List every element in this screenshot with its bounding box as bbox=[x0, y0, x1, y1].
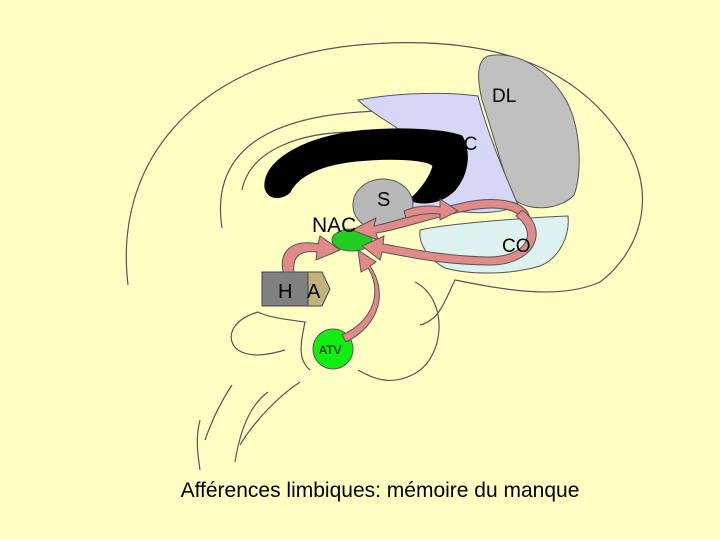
brain-outline bbox=[125, 42, 643, 471]
a-block bbox=[307, 271, 331, 307]
label-dl: DL bbox=[492, 86, 516, 107]
spinal-line-2 bbox=[204, 384, 233, 441]
label-co: CO bbox=[502, 236, 531, 257]
arrow-co-to-nac bbox=[361, 209, 537, 266]
label-a: A bbox=[307, 281, 321, 303]
arrow-h-to-nac bbox=[281, 235, 342, 273]
brain-inner-gyrus-2 bbox=[241, 131, 356, 191]
spinal-line-1 bbox=[234, 391, 269, 463]
cerebellum-contour bbox=[357, 281, 440, 382]
arrow-dl-to-nac bbox=[350, 199, 531, 241]
lower-brainstem bbox=[239, 381, 301, 446]
label-cc: CC bbox=[450, 134, 477, 155]
label-nac: NAC bbox=[312, 214, 356, 237]
atv-region bbox=[312, 328, 354, 370]
dl-region bbox=[478, 54, 580, 209]
brainstem-contour bbox=[257, 311, 311, 371]
label-s: S bbox=[377, 189, 390, 211]
label-atv: ATV bbox=[319, 343, 341, 357]
arrow-atv-to-nac bbox=[341, 248, 380, 343]
label-h: H bbox=[278, 281, 292, 303]
arrow-s-to-cc bbox=[403, 198, 459, 221]
afferent-arrows bbox=[281, 198, 537, 343]
spinal-line-3 bbox=[196, 419, 201, 471]
diagram-caption: Afférences limbiques: mémoire du manque bbox=[180, 479, 580, 502]
brain-outer-contour bbox=[125, 42, 643, 326]
temporal-lobe-contour bbox=[230, 311, 286, 356]
